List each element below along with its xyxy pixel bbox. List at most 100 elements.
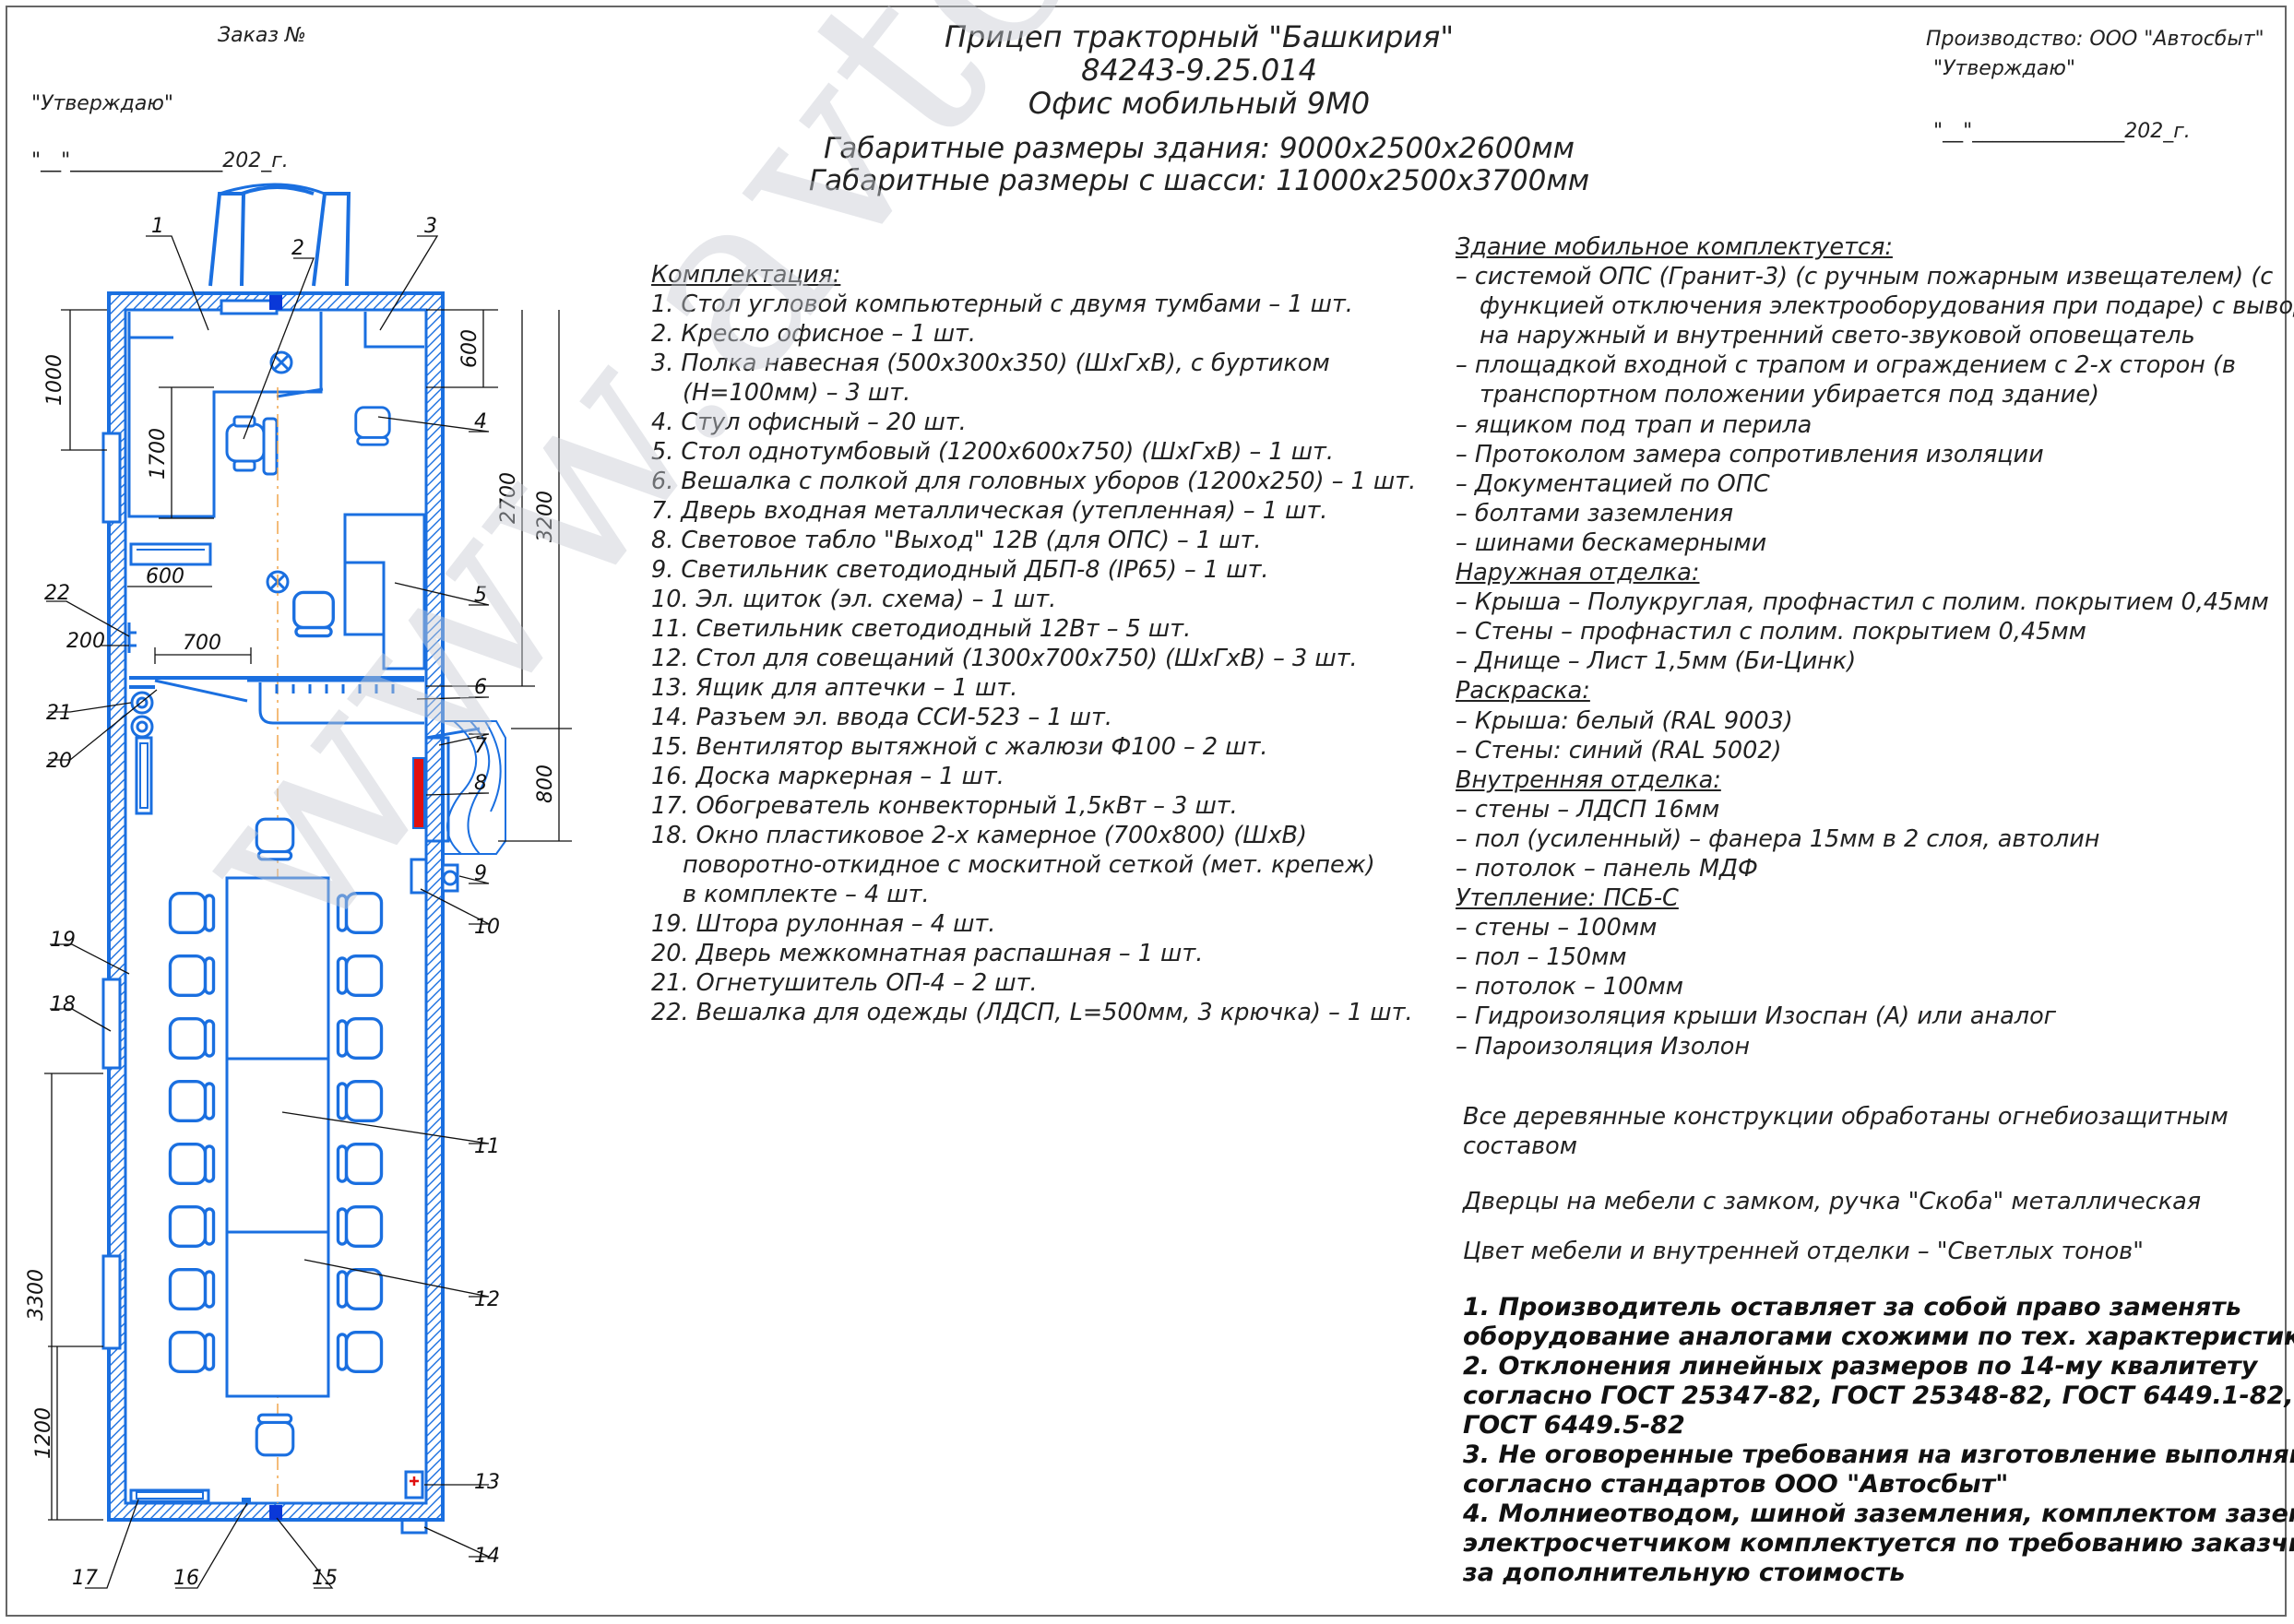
heater-icon xyxy=(129,736,210,1503)
equip-heading: Здание мобильное комплектуется: xyxy=(1456,233,1893,261)
callout-22: 22 xyxy=(44,582,70,605)
equip-item: функцией отключения электрооборудования … xyxy=(1480,292,2294,321)
paint-item: – Стены: синий (RAL 5002) xyxy=(1456,736,1782,765)
outer-heading: Наружная отделка: xyxy=(1456,559,1700,587)
single-desk xyxy=(343,513,426,670)
equip-item: – шинами бескамерными xyxy=(1456,528,1767,557)
insul-item: – пол – 150мм xyxy=(1456,943,1627,972)
spec-item: 12. Стол для совещаний (1300х700х750) (Ш… xyxy=(651,645,1358,672)
callout-16: 16 xyxy=(173,1567,199,1590)
spec-item: 21. Огнетушитель ОП-4 – 2 шт. xyxy=(651,969,1038,997)
remark-line: 1. Производитель оставляет за собой прав… xyxy=(1463,1293,2241,1322)
title-line-2: 84243-9.25.014 xyxy=(1081,53,1317,88)
leader-lines xyxy=(46,235,490,1589)
equipment-list: Здание мобильное комплектуется: – систем… xyxy=(1456,232,2294,1061)
coat-rack xyxy=(127,542,212,653)
insul-item: – Гидроизоляция крыши Изоспан (А) или ан… xyxy=(1456,1002,2057,1031)
spec-item: 18. Окно пластиковое 2-х камерное (700х8… xyxy=(651,822,1307,849)
spec-item: 13. Ящик для аптечки – 1 шт. xyxy=(651,674,1018,702)
callout-14: 14 xyxy=(474,1545,500,1568)
corner-desk xyxy=(127,312,324,518)
dim-3200: 3200 xyxy=(534,491,557,542)
inner-heading: Внутренняя отделка: xyxy=(1456,765,1721,794)
approve-left: "Утверждаю" xyxy=(31,92,173,115)
equip-item: – Документацией по ОПС xyxy=(1456,469,1770,498)
callout-2: 2 xyxy=(291,237,304,260)
title-line-4: Габаритные размеры здания: 9000х2500х260… xyxy=(824,132,1575,165)
dim-200: 200 xyxy=(66,630,105,653)
note-line: составом xyxy=(1463,1132,1577,1160)
dim-1000: 1000 xyxy=(43,354,66,406)
inner-item: – стены – ЛДСП 16мм xyxy=(1456,795,1720,824)
paint-heading: Раскраска: xyxy=(1456,677,1590,705)
inner-item: – потолок – панель МДФ xyxy=(1456,854,1758,883)
spec-item: 11. Светильник светодиодный 12Вт – 5 шт. xyxy=(651,615,1192,643)
paint-item: – Крыша: белый (RAL 9003) xyxy=(1456,706,1793,735)
entrance-door xyxy=(425,727,481,843)
spec-item: 3. Полка навесная (500х300х350) (ШхГхВ),… xyxy=(651,350,1330,377)
spec-item: 14. Разъем эл. ввода ССИ-523 – 1 шт. xyxy=(651,704,1112,731)
title-line-3: Офис мобильный 9М0 xyxy=(1028,86,1371,121)
spec-item: 17. Обогреватель конвекторный 1,5кВт – 3… xyxy=(651,792,1238,820)
insul-item: – потолок – 100мм xyxy=(1456,973,1683,1002)
remark-line: согласно стандартов ООО "Автосбыт" xyxy=(1463,1470,2009,1499)
callout-15: 15 xyxy=(312,1567,338,1590)
callout-12: 12 xyxy=(474,1288,500,1311)
approve-right: "Утверждаю" xyxy=(1933,57,2075,80)
callout-3: 3 xyxy=(424,215,437,238)
spec-item: 19. Штора рулонная – 4 шт. xyxy=(651,910,996,938)
callout-1: 1 xyxy=(151,215,164,238)
callout-18: 18 xyxy=(50,993,76,1016)
note-line: Все деревянные конструкции обработаны ог… xyxy=(1463,1103,2229,1131)
spec-item: 1. Стол угловой компьютерный с двумя тум… xyxy=(651,290,1353,318)
date-left: "__"_______________202_г. xyxy=(31,149,289,172)
spec-item: поворотно-откидное с москитной сеткой (м… xyxy=(683,851,1375,879)
spec-list: Комплектация: 1. Стол угловой компьютерн… xyxy=(651,260,1416,1027)
spec-item: 20. Дверь межкомнатная распашная – 1 шт. xyxy=(651,940,1204,967)
equip-item: – ящиком под трап и перила xyxy=(1456,410,1813,439)
note-line: Цвет мебели и внутренней отделки – "Свет… xyxy=(1463,1238,2144,1265)
conference-table xyxy=(225,876,330,1398)
fan-icon xyxy=(269,295,282,310)
spec-item: 5. Стол однотумбовый (1200х600х750) (ШхГ… xyxy=(651,438,1335,466)
callout-8: 8 xyxy=(474,772,487,795)
spec-item: (Н=100мм) – 3 шт. xyxy=(683,379,911,407)
outer-item: – Крыша – Полукруглая, профнастил с поли… xyxy=(1456,588,2269,617)
first-aid-box xyxy=(404,1470,424,1500)
power-inlet xyxy=(400,1518,428,1535)
insul-item: – Пароизоляция Изолон xyxy=(1456,1032,1750,1061)
order-label: Заказ № xyxy=(218,24,306,47)
hat-rack xyxy=(258,682,424,725)
spec-item: 4. Стул офисный – 20 шт. xyxy=(651,409,967,436)
callout-10: 10 xyxy=(474,916,500,939)
partition-wall xyxy=(129,676,424,703)
callout-19: 19 xyxy=(50,929,76,952)
exit-sign xyxy=(412,757,425,829)
outer-item: – Днище – Лист 1,5мм (Би-Цинк) xyxy=(1456,647,1857,676)
wall-shelf xyxy=(363,312,424,349)
producer-label: Производство: ООО "Автосбыт" xyxy=(1926,28,2264,51)
spec-item: 22. Вешалка для одежды (ЛДСП, L=500мм, 3… xyxy=(651,999,1413,1026)
title-line-5: Габаритные размеры с шасси: 11000х2500х3… xyxy=(808,164,1590,197)
callout-5: 5 xyxy=(474,584,487,607)
equip-item: на наружный и внутренний свето-звуковой … xyxy=(1480,322,2195,350)
spec-heading: Комплектация: xyxy=(651,261,841,289)
insul-heading: Утепление: ПСБ-С xyxy=(1456,884,1679,913)
callout-17: 17 xyxy=(72,1567,98,1590)
remark-line: ГОСТ 6449.5-82 xyxy=(1463,1411,1685,1440)
spec-item: 7. Дверь входная металлическая (утепленн… xyxy=(651,497,1328,525)
title-block: Прицеп тракторный "Башкирия" 84243-9.25.… xyxy=(738,20,1660,197)
window-icon xyxy=(101,299,279,1350)
dim-700: 700 xyxy=(183,632,221,655)
date-right: "__"_______________202_г. xyxy=(1933,120,2191,143)
remark-line: 3. Не оговоренные требования на изготовл… xyxy=(1463,1440,2294,1469)
equip-item: – болтами заземления xyxy=(1456,499,1734,528)
marker-board xyxy=(242,1498,251,1503)
remark-line: 4. Молниеотводом, шиной заземления, комп… xyxy=(1463,1500,2294,1528)
spec-item: 15. Вентилятор вытяжной с жалюзи Ф100 – … xyxy=(651,733,1268,761)
callout-4: 4 xyxy=(474,410,487,433)
spec-item: 10. Эл. щиток (эл. схема) – 1 шт. xyxy=(651,586,1057,613)
dim-600-mid: 600 xyxy=(146,565,184,588)
remark-line: согласно ГОСТ 25347-82, ГОСТ 25348-82, Г… xyxy=(1463,1381,2294,1410)
